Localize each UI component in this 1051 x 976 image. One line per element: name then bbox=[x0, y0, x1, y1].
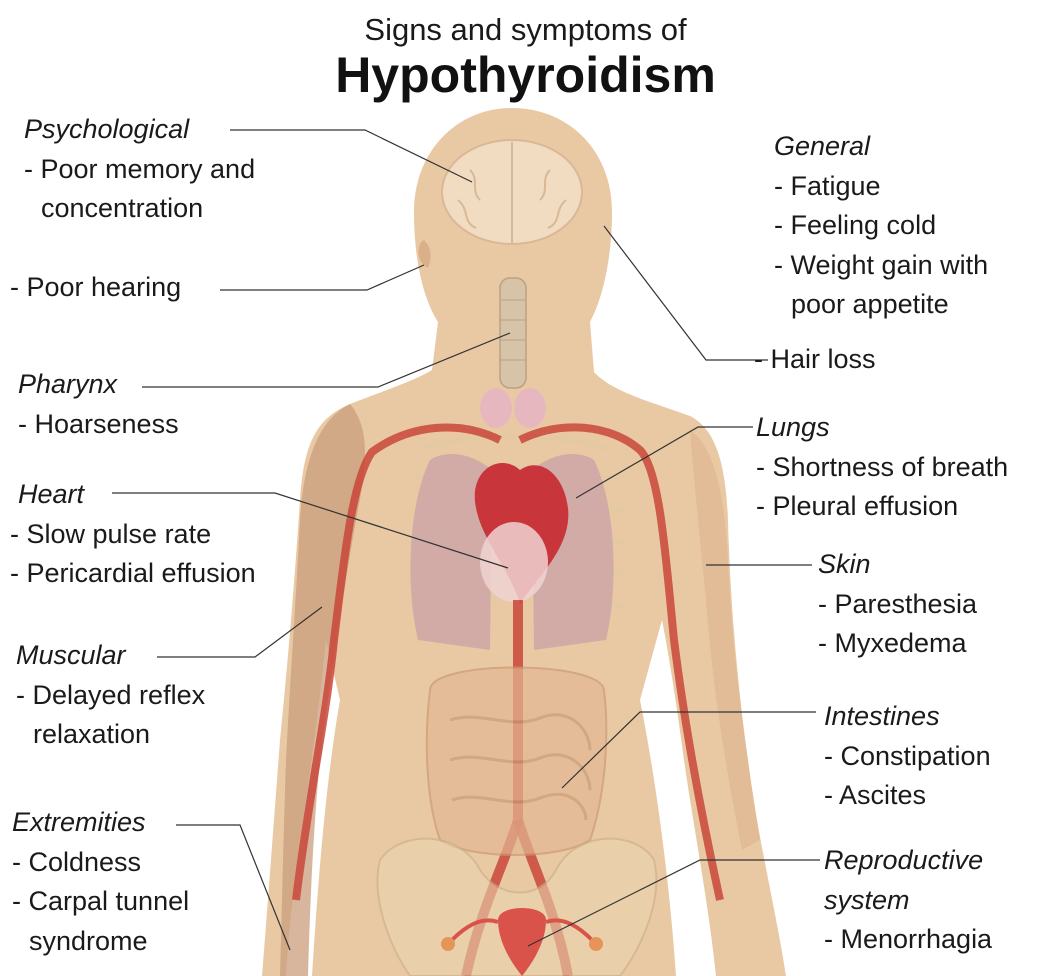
label-lungs: Lungs - Shortness of breath - Pleural ef… bbox=[756, 408, 1008, 527]
label-skin: Skin - Paresthesia - Myxedema bbox=[818, 545, 977, 664]
label-heart: Heart - Slow pulse rate - Pericardial ef… bbox=[18, 475, 256, 594]
label-item: syndrome bbox=[12, 922, 189, 962]
label-header: Skin bbox=[818, 545, 977, 585]
label-item: - Ascites bbox=[824, 776, 991, 816]
label-header: Pharynx bbox=[18, 365, 179, 405]
label-item: - Feeling cold bbox=[774, 206, 988, 246]
label-item: - Poor memory and bbox=[24, 150, 255, 190]
label-item: - Menorrhagia bbox=[824, 920, 992, 960]
label-item: - Weight gain with bbox=[774, 246, 988, 286]
label-item: - Paresthesia bbox=[818, 585, 977, 625]
label-psychological: Psychological - Poor memory and concentr… bbox=[24, 110, 255, 229]
label-item: - Constipation bbox=[824, 737, 991, 777]
label-item: - Myxedema bbox=[818, 624, 977, 664]
label-header: Heart bbox=[18, 475, 256, 515]
label-header: Psychological bbox=[24, 110, 255, 150]
label-item: - Coldness bbox=[12, 843, 189, 883]
label-item: - Slow pulse rate bbox=[10, 515, 256, 555]
label-extremities: Extremities - Coldness - Carpal tunnel s… bbox=[12, 803, 189, 961]
leader-hearing bbox=[220, 265, 424, 290]
leader-hairloss bbox=[604, 226, 768, 360]
label-hearing: - Poor hearing bbox=[10, 268, 181, 308]
label-intestines: Intestines - Constipation - Ascites bbox=[824, 697, 991, 816]
label-item: - Pleural effusion bbox=[756, 487, 1008, 527]
brain-icon bbox=[442, 140, 582, 244]
label-item: - Shortness of breath bbox=[756, 448, 1008, 488]
diagram-subtitle: Signs and symptoms of bbox=[0, 12, 1051, 48]
label-item: - Poor hearing bbox=[10, 268, 181, 308]
trachea bbox=[500, 278, 526, 388]
diagram-title: Hypothyroidism bbox=[0, 46, 1051, 104]
label-item: - Hair loss bbox=[754, 340, 876, 380]
label-header: Intestines bbox=[824, 697, 991, 737]
label-item: poor appetite bbox=[774, 285, 988, 325]
label-header: Extremities bbox=[12, 803, 189, 843]
label-general: General - Fatigue - Feeling cold - Weigh… bbox=[774, 127, 988, 325]
label-hairloss: - Hair loss bbox=[754, 340, 876, 380]
label-item: relaxation bbox=[16, 715, 205, 755]
label-item: concentration bbox=[24, 189, 255, 229]
label-item: - Pericardial effusion bbox=[10, 554, 256, 594]
label-item: - Delayed reflex bbox=[16, 676, 205, 716]
label-header: Lungs bbox=[756, 408, 1008, 448]
label-header: General bbox=[774, 127, 988, 167]
label-header: Reproductive bbox=[824, 841, 992, 881]
label-reproductive: Reproductive system - Menorrhagia bbox=[824, 841, 992, 960]
label-pharynx: Pharynx - Hoarseness bbox=[18, 365, 179, 444]
label-item: - Carpal tunnel bbox=[12, 882, 189, 922]
label-header: Muscular bbox=[16, 636, 205, 676]
label-item: - Fatigue bbox=[774, 167, 988, 207]
intestines-icon bbox=[427, 668, 607, 856]
label-muscular: Muscular - Delayed reflex relaxation bbox=[16, 636, 205, 755]
label-header-line2: system bbox=[824, 881, 992, 921]
label-item: - Hoarseness bbox=[18, 405, 179, 445]
